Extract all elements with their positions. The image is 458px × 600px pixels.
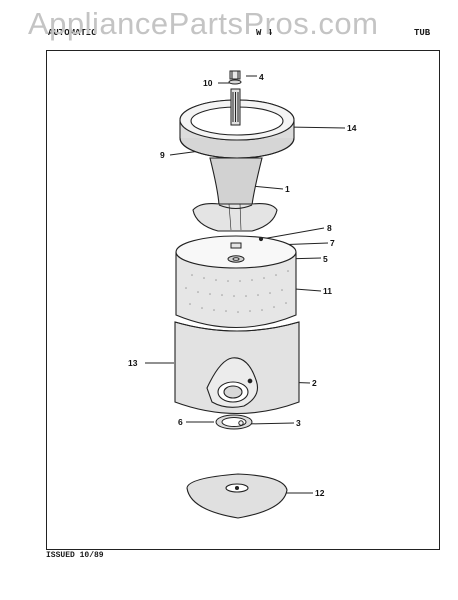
- diagram-frame: [46, 50, 440, 550]
- drive-shaft-nut: [228, 70, 242, 85]
- callout-6: 6: [178, 417, 183, 427]
- wash-basket: [175, 235, 297, 329]
- callout-8: 8: [327, 223, 332, 233]
- tub-seal: [215, 414, 253, 430]
- callout-9: 9: [160, 150, 165, 160]
- callout-4: 4: [259, 72, 264, 82]
- callout-14: 14: [347, 123, 357, 133]
- callout-3: 3: [296, 418, 301, 428]
- callout-12: 12: [315, 488, 325, 498]
- agitator: [192, 157, 278, 232]
- issued-date: ISSUED 10/89: [46, 551, 104, 560]
- header-center: W 4: [256, 28, 273, 38]
- callout-13: 13: [128, 358, 138, 368]
- callout-10: 10: [203, 78, 213, 88]
- tub-base-plate: [186, 473, 288, 519]
- drive-shaft: [230, 88, 241, 126]
- callout-2: 2: [312, 378, 317, 388]
- callout-7: 7: [330, 238, 335, 248]
- callout-11: 11: [323, 286, 332, 296]
- outer-tub: [174, 321, 300, 415]
- callout-1: 1: [285, 184, 290, 194]
- header-right: TUB: [414, 28, 431, 38]
- callout-5: 5: [323, 254, 328, 264]
- header-left: AUTOMATIC: [48, 28, 97, 38]
- basket-hub-parts: [227, 236, 264, 263]
- watermark: AppliancePartsPros.com: [28, 6, 379, 41]
